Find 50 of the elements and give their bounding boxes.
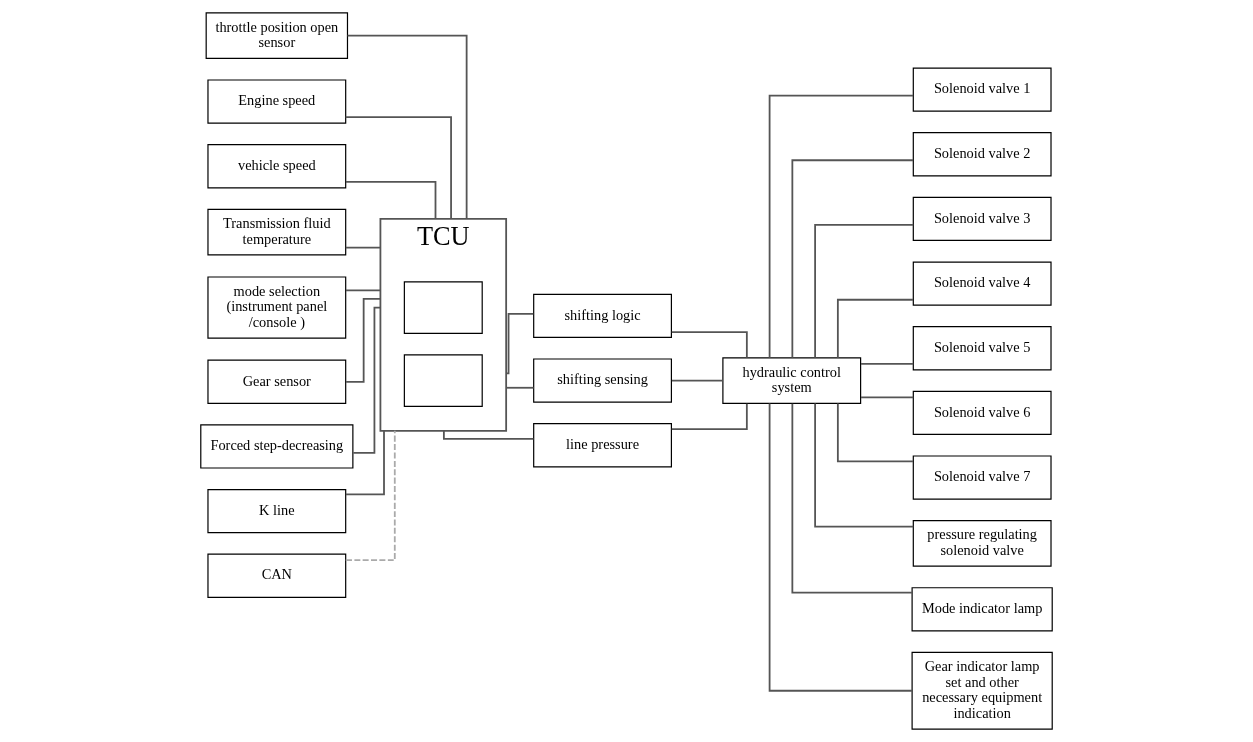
node-box: Forced step-decreasing <box>200 424 354 469</box>
node-box: Mode indicator lamp <box>911 587 1053 632</box>
connector <box>505 312 535 375</box>
node-box: hydraulic control system <box>722 357 862 404</box>
node-box: Solenoid valve 7 <box>912 455 1052 500</box>
connector <box>670 331 748 359</box>
connector <box>791 159 914 359</box>
connector <box>860 396 915 399</box>
node-box: line pressure <box>533 423 672 468</box>
connector <box>346 34 468 220</box>
node-box: pressure regulating solenoid valve <box>912 520 1052 567</box>
connector <box>344 116 452 220</box>
node-box: CAN <box>207 553 347 598</box>
node-box: Solenoid valve 2 <box>912 132 1052 177</box>
node-box: shifting logic <box>533 293 672 339</box>
connector <box>860 362 915 365</box>
node-box: shifting sensing <box>533 358 672 403</box>
node-box: Solenoid valve 3 <box>912 196 1052 242</box>
connector <box>836 298 914 359</box>
node-box: Engine speed <box>207 79 347 124</box>
node-box: vehicle speed <box>207 144 347 189</box>
connector <box>344 246 382 249</box>
connector <box>670 402 748 430</box>
node-box: Transmission fluid temperature <box>207 208 347 256</box>
connector <box>345 429 385 496</box>
node-box: Solenoid valve 6 <box>912 390 1052 436</box>
connector <box>768 402 913 692</box>
node-box: Solenoid valve 4 <box>912 261 1052 306</box>
connector <box>352 306 382 454</box>
connector <box>345 180 437 220</box>
connector <box>443 429 535 440</box>
connector <box>814 402 915 528</box>
node-box: K line <box>207 488 347 534</box>
node-box: Solenoid valve 5 <box>912 326 1052 371</box>
cluster: TCU <box>379 218 508 432</box>
connector <box>345 289 382 292</box>
connector <box>344 429 396 562</box>
connector <box>671 379 724 382</box>
connector <box>836 402 914 463</box>
connector <box>505 386 535 389</box>
node-box: throttle position open sensor <box>205 12 349 60</box>
node-box: mode selection (instrument panel /console ) <box>207 276 347 339</box>
node-box <box>403 354 483 407</box>
node-box: Solenoid valve 1 <box>912 67 1052 112</box>
connector <box>791 402 913 594</box>
connector <box>814 224 915 359</box>
node-box: Gear indicator lamp set and other necessary equipment indication <box>911 651 1053 730</box>
node-box <box>403 281 483 334</box>
node-box: Gear sensor <box>207 359 347 404</box>
connector <box>768 94 915 359</box>
